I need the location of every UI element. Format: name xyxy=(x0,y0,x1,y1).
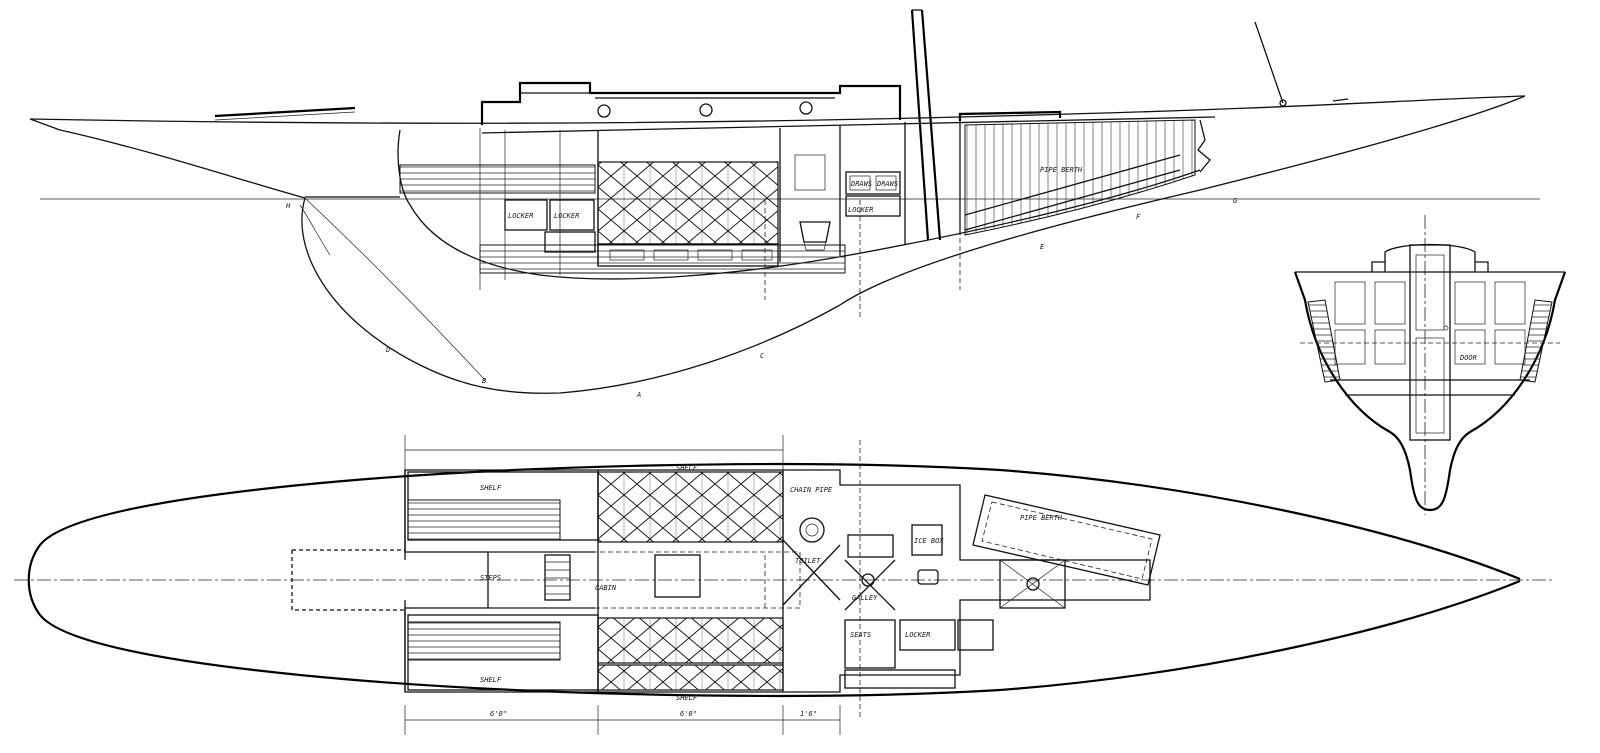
profile-station-d: D xyxy=(385,346,390,354)
profile-drawers-1: DRAWS xyxy=(850,180,872,188)
profile-station-g: G xyxy=(1233,197,1238,205)
profile-station-b: B xyxy=(482,377,486,385)
plan-chain-pipe: CHAIN PIPE xyxy=(790,486,833,494)
boom xyxy=(214,106,356,118)
profile-locker-1: LOCKER xyxy=(508,212,533,220)
porthole-3 xyxy=(799,101,813,115)
settee-lattice-stbd xyxy=(597,617,784,664)
plan-locker: LOCKER xyxy=(905,631,930,639)
profile-pipe-berth: PIPE BERTH xyxy=(1040,166,1083,174)
profile-locker-2: LOCKER xyxy=(554,212,579,220)
plan-shelf-3: SHELF xyxy=(676,464,698,472)
plan-seats: SEATS xyxy=(850,631,871,639)
profile-view: H D B C E F G A LOCKER LOCKER LOCKER DRA… xyxy=(29,9,1540,399)
section-door xyxy=(1409,244,1451,441)
profile-station-f: F xyxy=(1136,213,1141,221)
profile-drawers-2: DRAWS xyxy=(876,180,898,188)
companion-steps xyxy=(544,554,571,601)
section-door-label: DOOR xyxy=(1459,354,1477,362)
plan-shelf-4: SHELF xyxy=(676,694,698,702)
dimension-bottom xyxy=(404,705,841,735)
plan-toilet: TOILET xyxy=(795,557,821,565)
porthole-1 xyxy=(597,104,611,118)
plan-view: CABIN GALLEY ICE BOX TOILET PIPE BERTH S… xyxy=(14,435,1555,735)
cabin-table xyxy=(654,554,701,598)
pipe-berth-plan xyxy=(972,494,1161,586)
plan-dim-3: 1'6" xyxy=(800,710,817,718)
settee-lattice-profile xyxy=(597,161,779,245)
plan-shelf-2: SHELF xyxy=(480,676,502,684)
galley-counter xyxy=(847,534,894,558)
forestay xyxy=(1254,21,1284,104)
profile-locker-3: LOCKER xyxy=(848,206,873,214)
profile-station-e: E xyxy=(1040,243,1045,251)
cabin-house-plan xyxy=(404,469,1151,693)
profile-station-a: A xyxy=(636,391,641,399)
toilet-plan xyxy=(799,517,825,543)
plan-galley: GALLEY xyxy=(852,594,878,602)
dimension-top xyxy=(404,435,784,470)
plan-shelf-1: SHELF xyxy=(480,484,502,492)
cabin-trunk xyxy=(480,81,902,125)
plan-dim-2: 6'0" xyxy=(680,710,697,718)
plan-dim-1: 6'0" xyxy=(490,710,507,718)
bow-profile xyxy=(839,95,1526,306)
mast xyxy=(910,9,930,241)
ice-box xyxy=(911,524,943,556)
deck-outline xyxy=(27,463,1521,697)
midship-section: DOOR xyxy=(1293,215,1567,515)
profile-station-c: C xyxy=(760,352,765,360)
plan-pipe-berth: PIPE BERTH xyxy=(1020,514,1063,522)
plan-steps: STEPS xyxy=(480,574,501,582)
sheer-line xyxy=(29,95,1526,124)
porthole-2 xyxy=(699,103,713,117)
keel-profile xyxy=(301,197,841,394)
plan-cabin: CABIN xyxy=(595,584,617,592)
section-hull xyxy=(1293,271,1567,512)
profile-station-h: H xyxy=(285,202,291,210)
settee-lattice-port xyxy=(597,471,784,543)
plan-ice-box: ICE BOX xyxy=(914,537,944,545)
